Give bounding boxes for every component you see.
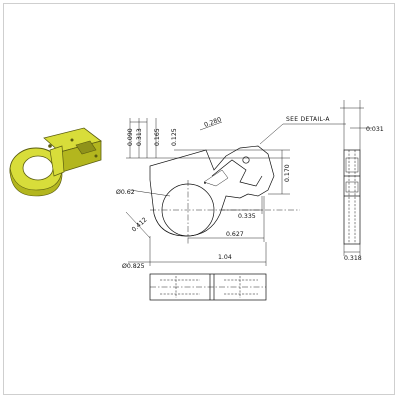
- part-hole-2: [70, 138, 74, 142]
- dim-0313: 0.313: [136, 128, 143, 146]
- see-detail-callout: SEE DETAIL-A: [286, 116, 330, 123]
- dim-0318: 0.318: [344, 255, 362, 262]
- dim-0125: 0.125: [171, 128, 178, 146]
- isometric-part-3d: [9, 127, 102, 197]
- side-view-outline: [343, 149, 361, 245]
- front-view-outline: [149, 145, 275, 237]
- dim-0335: 0.335: [238, 213, 256, 220]
- dim-0412: 0.412: [131, 216, 149, 233]
- part-slot: [75, 140, 97, 155]
- front-view-pin-hole: [242, 156, 250, 164]
- dim-0031: 0.031: [366, 126, 384, 133]
- top-view: [149, 273, 267, 301]
- front-view-jaw: [211, 159, 263, 187]
- sheet-border: [3, 3, 395, 395]
- part-ring-bore: [22, 155, 54, 181]
- part-hole-3: [94, 154, 98, 158]
- side-view: [340, 100, 372, 256]
- dim-104: 1.04: [218, 254, 232, 261]
- part-neck: [49, 145, 65, 177]
- front-view-dimensions: [125, 118, 346, 266]
- dim-0280: 0.280: [203, 116, 222, 129]
- dim-0165: 0.165: [154, 128, 161, 146]
- dim-0090: 0.090: [127, 128, 134, 146]
- dim-062: Ø0.62: [116, 188, 135, 196]
- dim-0170: 0.170: [284, 164, 291, 182]
- front-view: [149, 145, 300, 244]
- dim-0825: Ø0.825: [122, 262, 145, 270]
- dim-0627: 0.627: [226, 231, 244, 238]
- dimension-labels: 0.090 0.313 0.165 0.125 0.280 0.170 0.33…: [116, 116, 384, 270]
- part-hole-1: [48, 144, 52, 148]
